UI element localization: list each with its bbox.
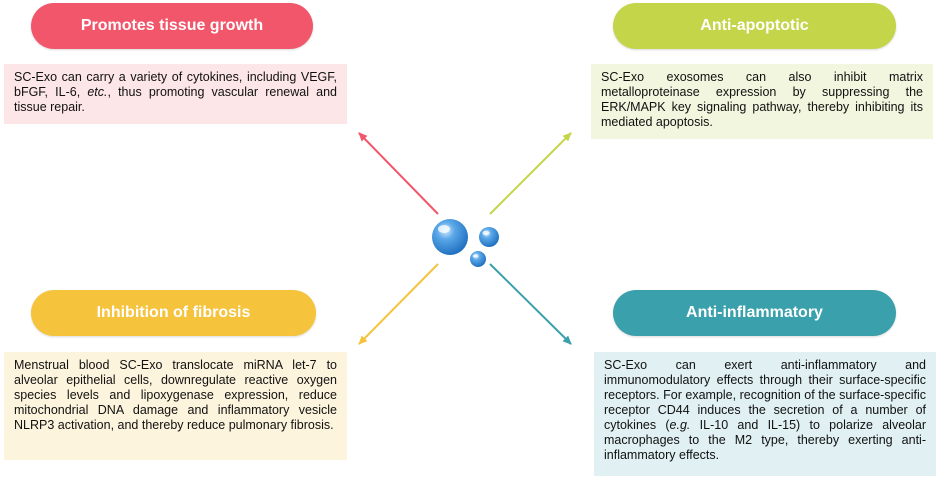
exosome-bubbles-icon xyxy=(432,219,499,267)
anti-inflammatory-text-a: SC-Exo can exert anti-inflammatory and i… xyxy=(604,358,926,432)
anti-apoptotic-title: Anti-apoptotic xyxy=(613,3,896,49)
tissue-growth-text-a: SC-Exo can carry a variety of cytokines,… xyxy=(14,70,337,99)
arrow-to-bottom-right xyxy=(489,263,572,345)
anti-apoptotic-description: SC-Exo exosomes can also inhibit matrix … xyxy=(591,64,933,139)
inhibition-of-fibrosis-title: Inhibition of fibrosis xyxy=(31,290,316,336)
promotes-tissue-growth-description: SC-Exo can carry a variety of cytokines,… xyxy=(4,64,347,124)
tissue-growth-text-italic: etc. xyxy=(87,85,108,99)
arrow-to-top-left xyxy=(358,132,439,215)
arrow-to-bottom-left xyxy=(358,263,439,345)
anti-inflammatory-label: Anti-inflammatory xyxy=(686,304,823,321)
inhibition-of-fibrosis-text: Menstrual blood SC-Exo translocate miRNA… xyxy=(14,358,337,432)
anti-apoptotic-label: Anti-apoptotic xyxy=(700,17,809,34)
inhibition-of-fibrosis-description: Menstrual blood SC-Exo translocate miRNA… xyxy=(4,352,347,460)
anti-inflammatory-title: Anti-inflammatory xyxy=(613,290,896,336)
anti-inflammatory-description: SC-Exo can exert anti-inflammatory and i… xyxy=(594,352,936,476)
anti-inflammatory-text-b: IL-10 and IL-15) to polarize alveolar ma… xyxy=(604,418,926,462)
anti-apoptotic-text: SC-Exo exosomes can also inhibit matrix … xyxy=(601,70,923,129)
tissue-growth-text-b: , thus promoting vascular renewal and ti… xyxy=(14,85,337,114)
inhibition-of-fibrosis-label: Inhibition of fibrosis xyxy=(96,304,251,321)
promotes-tissue-growth-title: Promotes tissue growth xyxy=(31,3,313,49)
promotes-tissue-growth-label: Promotes tissue growth xyxy=(80,17,264,34)
anti-inflammatory-text-italic: e.g. xyxy=(669,418,691,432)
arrow-to-top-right xyxy=(489,132,572,215)
